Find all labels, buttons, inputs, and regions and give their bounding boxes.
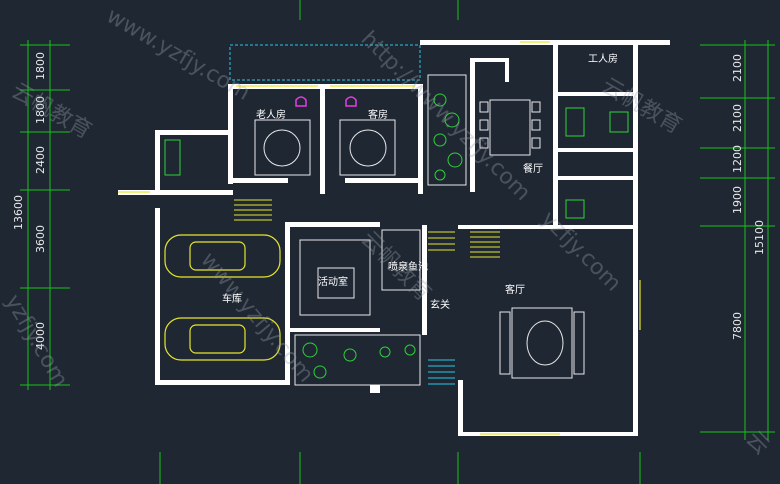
right-dim-5: 7800 bbox=[731, 312, 744, 340]
room-label-elder: 老人房 bbox=[256, 108, 286, 121]
right-dim-total: 15100 bbox=[753, 220, 766, 255]
watermark-3: 云帆教育 bbox=[7, 79, 96, 145]
room-label-foyer: 玄关 bbox=[430, 298, 450, 311]
right-dim-4: 1900 bbox=[731, 186, 744, 214]
magenta-chairs bbox=[295, 96, 357, 107]
room-label-fountain: 喷泉鱼池 bbox=[388, 260, 428, 273]
room-label-activity: 活动室 bbox=[318, 275, 348, 288]
upper-bay-outline bbox=[229, 44, 421, 81]
room-label-worker: 工人房 bbox=[588, 52, 618, 65]
right-dim-1: 2100 bbox=[731, 54, 744, 82]
room-label-garage: 车库 bbox=[222, 292, 242, 305]
fountain-pool bbox=[381, 229, 421, 291]
left-dim-4: 3600 bbox=[34, 225, 47, 253]
watermark-5: yzfjy.com bbox=[0, 291, 73, 392]
left-dim-3: 2400 bbox=[34, 146, 47, 174]
living-sofa-set bbox=[499, 307, 585, 379]
bathrooms bbox=[164, 107, 629, 219]
left-dim-1: 1800 bbox=[34, 52, 47, 80]
left-dim-5: 4000 bbox=[34, 322, 47, 350]
dining-table bbox=[479, 99, 541, 156]
left-dimension-lines bbox=[20, 40, 70, 390]
room-label-living: 客厅 bbox=[505, 283, 525, 296]
small-marker bbox=[370, 385, 380, 393]
right-dimension-lines bbox=[700, 40, 775, 440]
room-label-guest: 客房 bbox=[368, 108, 388, 121]
gardens bbox=[294, 74, 467, 386]
right-dim-2: 2100 bbox=[731, 104, 744, 132]
left-dim-2: 1800 bbox=[34, 96, 47, 124]
watermark-7: yzfjy.com bbox=[536, 207, 626, 297]
activity-table bbox=[299, 239, 371, 316]
stairs bbox=[234, 199, 500, 385]
right-dim-3: 1200 bbox=[731, 145, 744, 173]
walls bbox=[118, 40, 670, 436]
watermark-1: www.yzfjy.com bbox=[102, 4, 254, 106]
left-dim-total: 13600 bbox=[12, 195, 25, 230]
room-label-dining: 餐厅 bbox=[523, 162, 543, 175]
garage-cars bbox=[164, 234, 281, 361]
axis-ticks bbox=[159, 0, 641, 484]
beds bbox=[254, 119, 396, 176]
windows bbox=[118, 41, 641, 435]
